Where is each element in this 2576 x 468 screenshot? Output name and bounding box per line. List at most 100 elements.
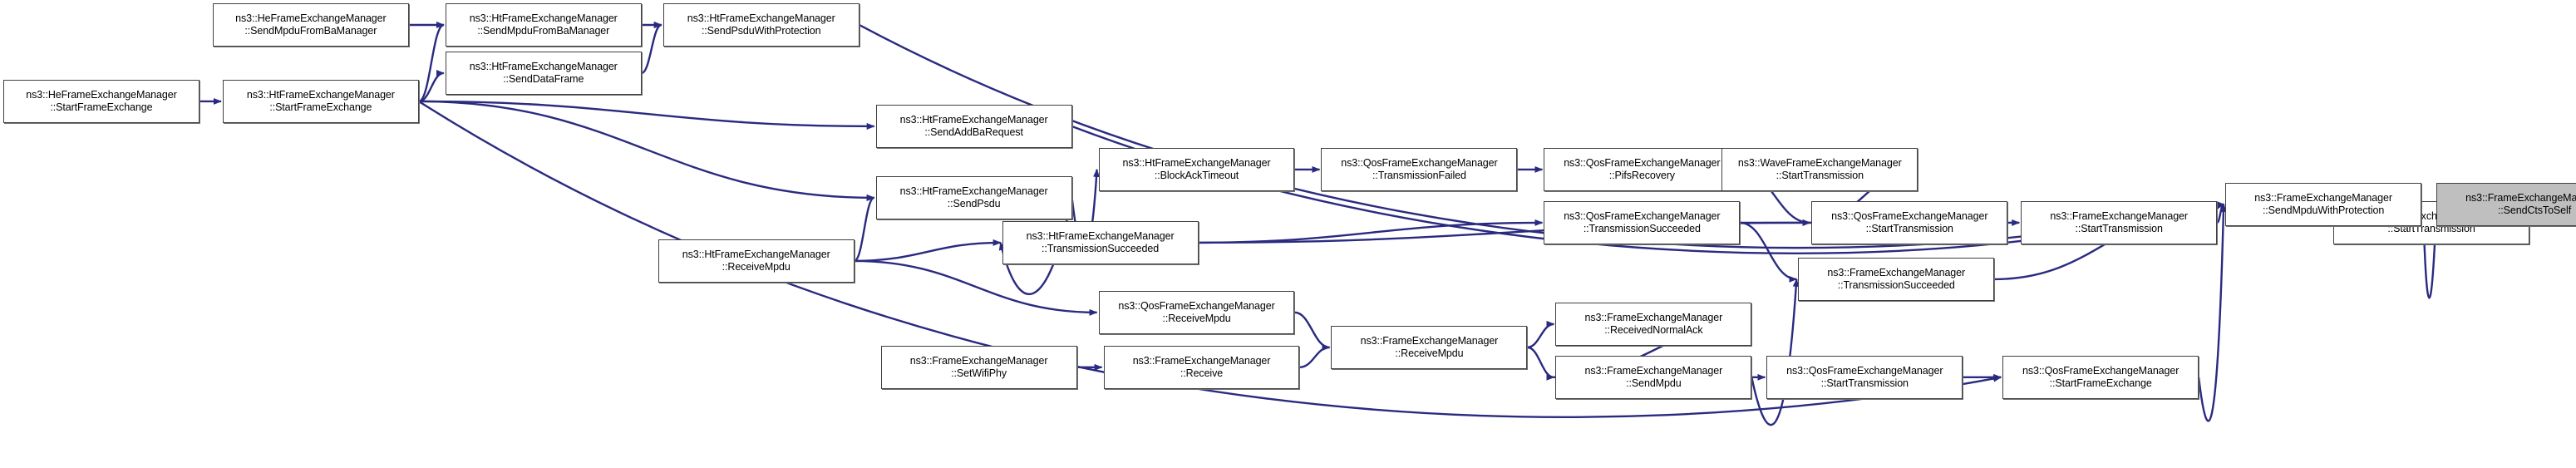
node-label-line1: ns3::HtFrameExchangeManager bbox=[469, 61, 618, 73]
node-label-line2: ::StartFrameExchange bbox=[269, 101, 372, 113]
graph-node[interactable]: ns3::HtFrameExchangeManager::Transmissio… bbox=[1002, 220, 1199, 264]
graph-node[interactable]: ns3::FrameExchangeManager::StartTransmis… bbox=[2021, 200, 2218, 244]
node-label-line1: ns3::QosFrameExchangeManager bbox=[1564, 157, 1721, 170]
graph-edge bbox=[854, 239, 1002, 263]
graph-edge bbox=[418, 100, 875, 130]
node-label-line1: ns3::QosFrameExchangeManager bbox=[1564, 210, 1721, 223]
node-label-line1: ns3::HtFrameExchangeManager bbox=[1122, 157, 1271, 170]
graph-node[interactable]: ns3::FrameExchangeManager::SendMpduWithP… bbox=[2225, 182, 2422, 226]
node-label-line2: ::SendDataFrame bbox=[503, 72, 584, 85]
node-label-line1: ns3::HtFrameExchangeManager bbox=[469, 12, 618, 25]
node-label-line1: ns3::HtFrameExchangeManager bbox=[682, 249, 830, 261]
graph-edge bbox=[854, 259, 1098, 316]
node-label-line1: ns3::QosFrameExchangeManager bbox=[1786, 365, 1943, 377]
node-label-line1: ns3::FrameExchangeManager bbox=[1584, 365, 1723, 377]
graph-edge bbox=[1299, 343, 1331, 369]
graph-edge bbox=[418, 100, 875, 201]
node-label-line1: ns3::QosFrameExchangeManager bbox=[1831, 210, 1988, 223]
node-label-line1: ns3::HtFrameExchangeManager bbox=[687, 12, 835, 25]
graph-node[interactable]: ns3::FrameExchangeManager::SetWifiPhy bbox=[880, 345, 1077, 389]
node-label-line1: ns3::FrameExchangeManager bbox=[1827, 267, 1966, 279]
node-label-line1: ns3::FrameExchangeManager bbox=[2465, 192, 2576, 204]
graph-edge bbox=[2215, 200, 2225, 224]
graph-node[interactable]: ns3::FrameExchangeManager::ReceivedNorma… bbox=[1555, 302, 1752, 346]
node-label-line2: ::BlockAckTimeout bbox=[1154, 169, 1239, 181]
node-label-line2: ::TransmissionSucceeded bbox=[1042, 242, 1160, 254]
node-label-line2: ::StartTransmission bbox=[2075, 222, 2163, 234]
graph-node[interactable]: ns3::HtFrameExchangeManager::SendMpduFro… bbox=[445, 2, 642, 47]
node-label-line1: ns3::HtFrameExchangeManager bbox=[246, 89, 395, 101]
node-label-line2: ::StartTransmission bbox=[1776, 169, 1864, 181]
node-label-line2: ::StartTransmission bbox=[1820, 377, 1909, 389]
node-label-line1: ns3::QosFrameExchangeManager bbox=[1118, 300, 1275, 313]
graph-node[interactable]: ns3::QosFrameExchangeManager::StartFrame… bbox=[2002, 355, 2199, 399]
graph-edge bbox=[418, 69, 445, 103]
node-label-line1: ns3::QosFrameExchangeManager bbox=[1341, 157, 1498, 170]
graph-edge bbox=[1198, 219, 1544, 244]
node-label-line2: ::SendPsdu bbox=[947, 197, 1001, 209]
node-label-line1: ns3::FrameExchangeManager bbox=[1132, 355, 1271, 367]
graph-node[interactable]: ns3::QosFrameExchangeManager::ReceiveMpd… bbox=[1098, 290, 1295, 334]
graph-node[interactable]: ns3::FrameExchangeManager::SendMpdu bbox=[1555, 355, 1752, 399]
node-label-line2: ::PifsRecovery bbox=[1608, 169, 1675, 181]
node-label-line2: ::SendPsduWithProtection bbox=[701, 24, 821, 37]
node-label-line2: ::ReceiveMpdu bbox=[1395, 347, 1464, 359]
node-label-line1: ns3::QosFrameExchangeManager bbox=[2022, 365, 2180, 377]
graph-node[interactable]: ns3::QosFrameExchangeManager::Transmissi… bbox=[1321, 147, 1518, 191]
node-label-line1: ns3::WaveFrameExchangeManager bbox=[1737, 157, 1902, 170]
node-label-line2: ::TransmissionFailed bbox=[1372, 169, 1466, 181]
graph-edge bbox=[1740, 221, 1798, 283]
node-label-line1: ns3::HeFrameExchangeManager bbox=[26, 89, 177, 101]
graph-node[interactable]: ns3::FrameExchangeManager::Receive bbox=[1103, 345, 1300, 389]
graph-node[interactable]: ns3::HtFrameExchangeManager::SendAddBaRe… bbox=[875, 104, 1072, 148]
node-label-line2: ::TransmissionSucceeded bbox=[1583, 222, 1701, 234]
node-label-line1: ns3::FrameExchangeManager bbox=[909, 355, 1048, 367]
graph-edge bbox=[1527, 346, 1555, 381]
node-label-line1: ns3::HtFrameExchangeManager bbox=[899, 185, 1048, 198]
node-label-line1: ns3::FrameExchangeManager bbox=[2050, 210, 2188, 223]
node-label-line1: ns3::HeFrameExchangeManager bbox=[235, 12, 387, 25]
node-label-line2: ::SendCtsToSelf bbox=[2497, 204, 2572, 216]
node-label-line2: ::Receive bbox=[1180, 367, 1224, 379]
node-label-line2: ::StartTransmission bbox=[1865, 222, 1953, 234]
node-label-line1: ns3::HtFrameExchangeManager bbox=[1026, 230, 1175, 243]
node-label-line2: ::SendAddBaRequest bbox=[924, 126, 1023, 138]
node-label-line2: ::ReceiveMpdu bbox=[722, 260, 791, 273]
graph-node[interactable]: ns3::WaveFrameExchangeManager::StartTran… bbox=[1721, 147, 1918, 191]
graph-edge bbox=[1294, 311, 1331, 351]
graph-node[interactable]: ns3::QosFrameExchangeManager::StartTrans… bbox=[1766, 355, 1963, 399]
graph-node[interactable]: ns3::HtFrameExchangeManager::SendPsduWit… bbox=[662, 2, 859, 47]
graph-node[interactable]: ns3::FrameExchangeManager::ReceiveMpdu bbox=[1331, 325, 1528, 369]
graph-edge bbox=[641, 22, 662, 75]
graph-node[interactable]: ns3::HtFrameExchangeManager::SendPsdu bbox=[875, 175, 1072, 219]
node-label-line1: ns3::FrameExchangeManager bbox=[1360, 335, 1499, 347]
node-label-line2: ::StartFrameExchange bbox=[2049, 377, 2152, 389]
graph-node[interactable]: ns3::FrameExchangeManager::SendCtsToSelf bbox=[2436, 182, 2576, 226]
node-label-line2: ::TransmissionSucceeded bbox=[1837, 278, 1955, 291]
graph-node[interactable]: ns3::HtFrameExchangeManager::StartFrameE… bbox=[222, 79, 419, 123]
node-label-line2: ::SetWifiPhy bbox=[951, 367, 1007, 379]
graph-node[interactable]: ns3::HeFrameExchangeManager::SendMpduFro… bbox=[212, 2, 409, 47]
graph-edge bbox=[1527, 320, 1555, 349]
node-label-line2: ::StartFrameExchange bbox=[50, 101, 153, 113]
node-label-line2: ::SendMpduWithProtection bbox=[2262, 204, 2385, 216]
graph-edge bbox=[854, 194, 875, 263]
graph-node[interactable]: ns3::FrameExchangeManager::TransmissionS… bbox=[1798, 257, 1995, 301]
graph-node[interactable]: ns3::HeFrameExchangeManager::StartFrameE… bbox=[2, 79, 199, 123]
node-label-line1: ns3::FrameExchangeManager bbox=[2254, 192, 2392, 204]
node-label-line1: ns3::FrameExchangeManager bbox=[1584, 312, 1723, 324]
graph-node[interactable]: ns3::QosFrameExchangeManager::StartTrans… bbox=[1811, 200, 2008, 244]
node-label-line2: ::SendMpdu bbox=[1626, 377, 1682, 389]
graph-node[interactable]: ns3::HtFrameExchangeManager::ReceiveMpdu bbox=[658, 239, 855, 283]
node-label-line2: ::SendMpduFromBaManager bbox=[244, 24, 377, 37]
graph-node[interactable]: ns3::HtFrameExchangeManager::BlockAckTim… bbox=[1098, 147, 1295, 191]
node-label-line2: ::ReceivedNormalAck bbox=[1604, 323, 1703, 336]
graph-node[interactable]: ns3::QosFrameExchangeManager::PifsRecove… bbox=[1544, 147, 1741, 191]
graph-edge bbox=[418, 22, 445, 103]
node-label-line2: ::SendMpduFromBaManager bbox=[477, 24, 610, 37]
node-label-line2: ::ReceiveMpdu bbox=[1162, 312, 1231, 324]
graph-node[interactable]: ns3::HtFrameExchangeManager::SendDataFra… bbox=[445, 51, 642, 95]
graph-node[interactable]: ns3::QosFrameExchangeManager::Transmissi… bbox=[1544, 200, 1741, 244]
node-label-line1: ns3::HtFrameExchangeManager bbox=[899, 114, 1048, 126]
